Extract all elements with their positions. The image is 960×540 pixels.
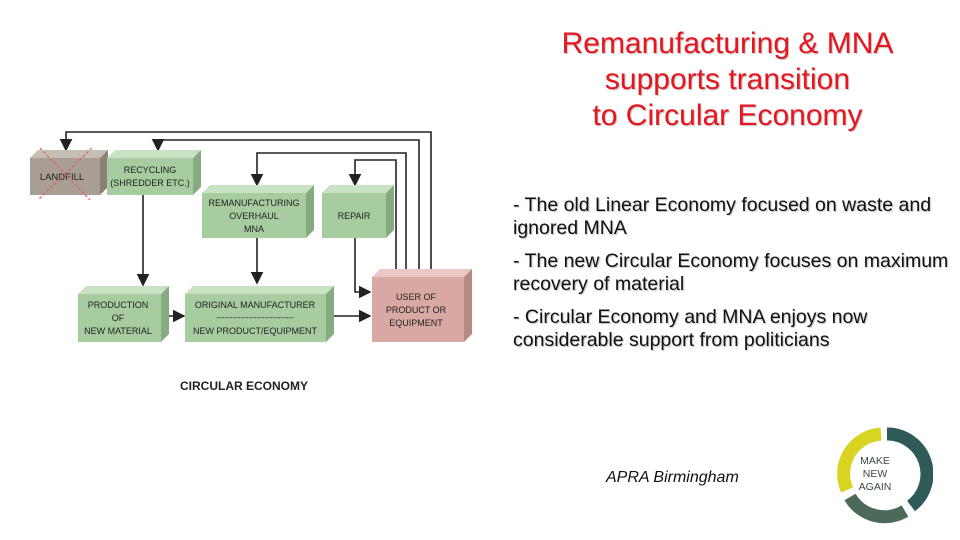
- title-line: Remanufacturing & MNA: [561, 27, 894, 60]
- make-new-again-logo: MAKE NEW AGAIN: [837, 427, 933, 524]
- box-label: NEW PRODUCT/EQUIPMENT: [193, 326, 318, 336]
- box-label: RECYCLING: [124, 165, 177, 175]
- box-recycling: RECYCLING (SHREDDER ETC.): [107, 150, 201, 195]
- logo-text-line: AGAIN: [859, 481, 892, 493]
- box-user: USER OF PRODUCT OR EQUIPMENT: [372, 269, 472, 342]
- bullet-item: - The old Linear Economy focused on wast…: [513, 194, 932, 239]
- cross-icon: [37, 147, 93, 201]
- title-line: supports transition: [604, 63, 851, 96]
- bullet-list: - The old Linear Economy focused on wast…: [513, 194, 953, 362]
- box-label: ORIGINAL MANUFACTURER: [195, 300, 316, 310]
- slide-title: Remanufacturing & MNA supports transitio…: [500, 26, 955, 134]
- box-label: OVERHAUL: [229, 211, 279, 221]
- logo-text-line: MAKE: [860, 455, 890, 467]
- box-label: PRODUCT OR: [386, 305, 447, 315]
- bullet-item: - The new Circular Economy focuses on ma…: [513, 250, 949, 295]
- box-label: -----------------------------: [216, 313, 294, 322]
- circular-economy-diagram: LANDFILL RECYCLING (SHREDDER ETC.) REMAN…: [30, 131, 472, 393]
- box-production: PRODUCTION OF NEW MATERIAL: [78, 286, 169, 342]
- box-label: REMANUFACTURING: [208, 198, 299, 208]
- box-label: REPAIR: [338, 211, 371, 221]
- box-label: MNA: [244, 224, 264, 234]
- box-original-manufacturer: ORIGINAL MANUFACTURER ------------------…: [185, 286, 334, 342]
- box-label: OF: [112, 313, 125, 323]
- flow-arrows: [59, 131, 432, 323]
- title-line: to Circular Economy: [592, 99, 863, 132]
- bullet-item: - Circular Economy and MNA enjoys now co…: [513, 306, 868, 351]
- footer-text: APRA Birmingham: [606, 469, 739, 486]
- box-label: USER OF: [396, 292, 437, 302]
- box-landfill: LANDFILL: [30, 147, 108, 201]
- box-label: NEW MATERIAL: [84, 326, 152, 336]
- box-remanufacturing: REMANUFACTURING OVERHAUL MNA: [202, 185, 314, 238]
- logo-text-line: NEW: [863, 468, 888, 480]
- box-label: EQUIPMENT: [389, 318, 443, 328]
- diagram-caption: CIRCULAR ECONOMY: [180, 379, 308, 393]
- box-repair: REPAIR: [322, 185, 394, 238]
- box-label: PRODUCTION: [88, 300, 149, 310]
- box-label: (SHREDDER ETC.): [110, 178, 190, 188]
